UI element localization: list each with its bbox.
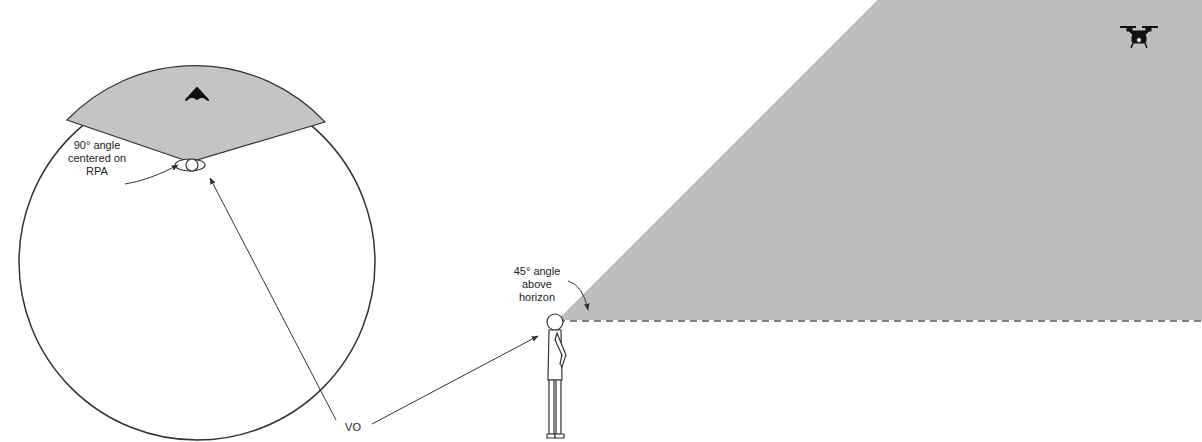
vo-label: VO [333, 421, 373, 434]
leader-line [568, 281, 588, 310]
scan-wedge [558, 0, 1202, 320]
vo-plan-symbol [175, 159, 205, 171]
angle-note: 90° angle centered on RPA [62, 139, 132, 178]
vo-head [186, 159, 198, 171]
rpa-symbol [186, 88, 208, 100]
vo-figure [547, 314, 566, 438]
leader-line [210, 178, 336, 420]
horizon-line [558, 320, 1202, 322]
drone-icon [1120, 27, 1158, 48]
angle-note: 45° angle above horizon [505, 265, 569, 304]
leader-line [125, 165, 178, 184]
leader-line [372, 336, 538, 424]
